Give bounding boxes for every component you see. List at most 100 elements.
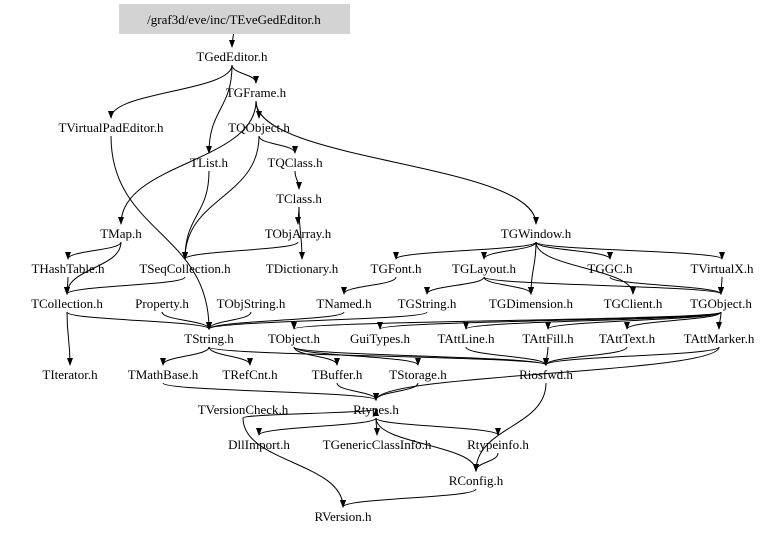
node-label: TGedEditor.h <box>196 49 268 64</box>
node-label: TStorage.h <box>389 367 447 382</box>
edge-tstring-to-trefcnt <box>208 346 253 366</box>
node-label: TRefCnt.h <box>222 367 278 382</box>
edge-tclass-to-tdictionary <box>298 206 305 260</box>
graph-node-tgfont[interactable]: TGFont.h <box>371 261 422 276</box>
graph-node-tmathbase[interactable]: TMathBase.h <box>128 367 199 382</box>
nodes-layer: /graf3d/eve/inc/TEveGedEditor.hTGedEdito… <box>31 4 755 524</box>
edge-rconfig-to-rversion <box>340 488 477 508</box>
graph-node-tobjstring[interactable]: TObjString.h <box>217 296 286 311</box>
graph-node-property[interactable]: Property.h <box>135 296 189 311</box>
graph-node-tattline[interactable]: TAttLine.h <box>437 331 495 346</box>
graph-node-tcollection[interactable]: TCollection.h <box>31 296 103 311</box>
edge-rtypes-to-dllimport <box>256 417 377 436</box>
edge-tobject-to-tbuffer <box>293 346 340 366</box>
graph-node-tobject[interactable]: TObject.h <box>268 331 321 346</box>
node-label: TSeqCollection.h <box>139 261 231 276</box>
graph-node-tgwindow[interactable]: TGWindow.h <box>501 226 572 241</box>
graph-node-tattfill[interactable]: TAttFill.h <box>522 331 574 346</box>
graph-node-riosfwd[interactable]: Riosfwd.h <box>519 367 573 382</box>
graph-node-thashtable[interactable]: THashTable.h <box>31 261 105 276</box>
graph-node-tversioncheck[interactable]: TVersionCheck.h <box>198 402 289 417</box>
node-label: TGClient.h <box>604 296 663 311</box>
node-label: TString.h <box>184 331 234 346</box>
graph-node-tgenericclassinfo[interactable]: TGenericClassInfo.h <box>323 437 432 452</box>
node-label: TObjString.h <box>217 296 286 311</box>
graph-node-tmap[interactable]: TMap.h <box>100 226 142 241</box>
node-label: DllImport.h <box>228 437 290 452</box>
node-label: TCollection.h <box>31 296 103 311</box>
node-label: TGWindow.h <box>501 226 572 241</box>
node-label: TGLayout.h <box>452 261 516 276</box>
edge-tmap-to-tcollection <box>64 241 122 295</box>
graph-node-rversion[interactable]: RVersion.h <box>314 509 372 524</box>
graph-node-rconfig[interactable]: RConfig.h <box>449 473 504 488</box>
graph-node-tstorage[interactable]: TStorage.h <box>389 367 447 382</box>
graph-node-titerator[interactable]: TIterator.h <box>42 367 98 382</box>
edge-tversioncheck-to-rversion <box>242 417 346 508</box>
graph-node-trefcnt[interactable]: TRefCnt.h <box>222 367 278 382</box>
graph-node-tdictionary[interactable]: TDictionary.h <box>266 261 339 276</box>
graph-node-tbuffer[interactable]: TBuffer.h <box>312 367 363 382</box>
edge-tatttext-to-riosfwd <box>543 346 628 366</box>
graph-node-rtypes[interactable]: Rtypes.h <box>353 402 399 417</box>
node-label: TQClass.h <box>267 155 323 170</box>
node-label: Property.h <box>135 296 189 311</box>
node-label: TList.h <box>190 155 228 170</box>
graph-node-tobjarray[interactable]: TObjArray.h <box>265 226 332 241</box>
graph-node-tatttext[interactable]: TAttText.h <box>599 331 656 346</box>
edge-tgobject-to-tattmarker <box>716 311 723 330</box>
graph-node-tnamed[interactable]: TNamed.h <box>316 296 372 311</box>
edge-tgobject-to-tobject <box>291 311 722 330</box>
node-label: TIterator.h <box>42 367 98 382</box>
graph-node-dllimport[interactable]: DllImport.h <box>228 437 290 452</box>
edge-tgframe-to-tmap <box>118 100 257 225</box>
edge-riosfwd-to-rconfig <box>473 382 547 472</box>
graph-node-tgededitor[interactable]: TGedEditor.h <box>196 49 268 64</box>
node-label: TVersionCheck.h <box>198 402 289 417</box>
graph-node-tgframe[interactable]: TGFrame.h <box>226 85 287 100</box>
graph-node-tstring[interactable]: TString.h <box>184 331 234 346</box>
node-label: TGGC.h <box>587 261 633 276</box>
graph-node-tattmarker[interactable]: TAttMarker.h <box>684 331 755 346</box>
graph-node-root[interactable]: /graf3d/eve/inc/TEveGedEditor.h <box>119 4 350 34</box>
graph-node-tgobject[interactable]: TGObject.h <box>690 296 752 311</box>
edge-tstring-to-riosfwd <box>208 346 549 366</box>
graph-node-tgdimension[interactable]: TGDimension.h <box>489 296 574 311</box>
edge-tattfill-to-riosfwd <box>543 346 550 366</box>
node-label: TDictionary.h <box>266 261 339 276</box>
graph-node-tvirtualpadeditor[interactable]: TVirtualPadEditor.h <box>58 120 164 135</box>
graph-node-tseqcollection[interactable]: TSeqCollection.h <box>139 261 231 276</box>
edge-tglayout-to-tgdimension <box>483 276 534 295</box>
edge-rtypes-to-rtypeinfo <box>375 417 501 436</box>
edge-rtypes-to-rconfig <box>375 417 479 472</box>
graph-node-tlist[interactable]: TList.h <box>190 155 228 170</box>
node-label: TNamed.h <box>316 296 372 311</box>
graph-node-tqclass[interactable]: TQClass.h <box>267 155 323 170</box>
node-label: TGFrame.h <box>226 85 287 100</box>
graph-node-tglayout[interactable]: TGLayout.h <box>452 261 516 276</box>
graph-node-tclass[interactable]: TClass.h <box>276 191 322 206</box>
graph-node-tgstring[interactable]: TGString.h <box>398 296 457 311</box>
graph-node-guitypes[interactable]: GuiTypes.h <box>350 331 411 346</box>
edge-tseqcollection-to-tcollection <box>64 276 186 295</box>
graph-node-tgclient[interactable]: TGClient.h <box>604 296 663 311</box>
graph-node-tqobject[interactable]: TQObject.h <box>228 120 290 135</box>
graph-node-tggc[interactable]: TGGC.h <box>587 261 633 276</box>
edge-tobject-to-tstorage <box>293 346 421 366</box>
graph-node-rtypeinfo[interactable]: Rtypeinfo.h <box>467 437 529 452</box>
edge-tgstring-to-tstring <box>206 311 428 330</box>
node-label: TVirtualX.h <box>690 261 754 276</box>
edge-tgwindow-to-tgfont <box>393 241 537 260</box>
node-label: TAttText.h <box>599 331 656 346</box>
edge-tlist-to-tseqcollection <box>182 170 210 260</box>
edge-tcollection-to-titerator <box>66 311 73 366</box>
graph-node-tvirtualx[interactable]: TVirtualX.h <box>690 261 754 276</box>
edge-tvirtualpadeditor-to-tstring <box>110 135 212 330</box>
edge-tgededitor-to-tlist <box>206 64 233 154</box>
node-label: TGFont.h <box>371 261 422 276</box>
edge-tqobject-to-tqclass <box>258 135 298 154</box>
node-label: GuiTypes.h <box>350 331 411 346</box>
edge-tgwindow-to-tgdimension <box>528 241 537 295</box>
edge-tgededitor-to-tgframe <box>231 64 259 84</box>
edge-tgwindow-to-tggc <box>535 241 613 260</box>
